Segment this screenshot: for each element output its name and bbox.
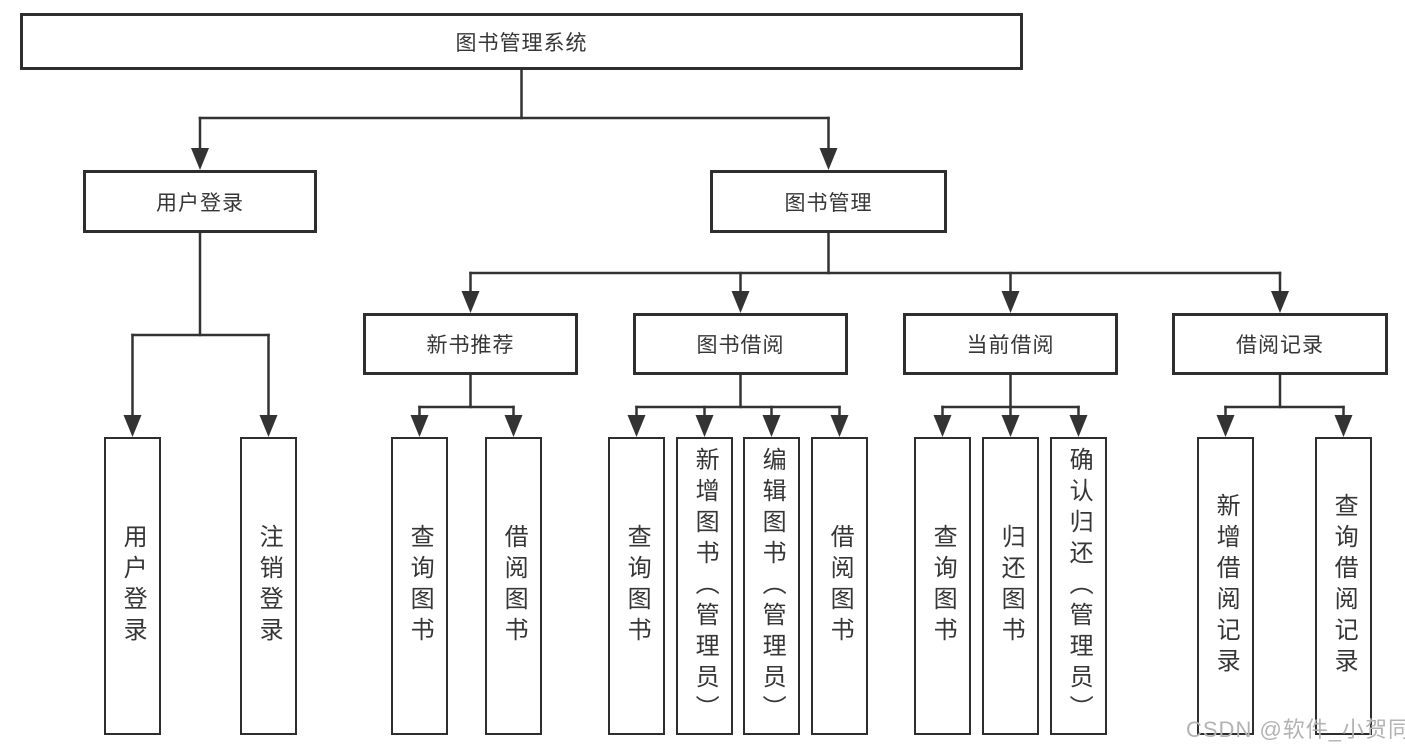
node-leaf-logout: 注销登录	[240, 437, 297, 735]
arrowhead-down	[695, 415, 714, 437]
node-label: 用户登录	[119, 524, 147, 648]
node-leaf-cb-return-books: 归还图书	[982, 437, 1039, 735]
node-leaf-br-add-record: 新增借阅记录	[1197, 437, 1254, 735]
arrowhead-down	[819, 148, 838, 170]
node-leaf-br-query-record: 查询借阅记录	[1315, 437, 1372, 735]
node-current-borrowing: 当前借阅	[903, 313, 1118, 375]
node-new-book-recommend: 新书推荐	[363, 313, 578, 375]
arrowhead-down	[504, 415, 523, 437]
arrowhead-down	[1001, 415, 1020, 437]
node-user-login: 用户登录	[83, 170, 317, 233]
arrowhead-down	[830, 415, 849, 437]
node-label: 新增借阅记录	[1212, 493, 1240, 679]
node-label: 图书管理系统	[455, 31, 588, 55]
node-leaf-bb-borrow-books: 借阅图书	[811, 437, 868, 735]
node-label: 借阅图书	[500, 524, 528, 648]
node-leaf-bb-edit-books: 编辑图书（管理员）	[743, 437, 800, 735]
arrowhead-down	[1216, 415, 1235, 437]
node-book-borrowing: 图书借阅	[633, 313, 848, 375]
node-book-management: 图书管理	[710, 170, 947, 233]
arrowhead-down	[1069, 415, 1088, 437]
node-leaf-nbr-query-books: 查询图书	[391, 437, 448, 735]
arrowhead-down	[731, 291, 750, 313]
arrowhead-down	[627, 415, 646, 437]
node-label: 借阅记录	[1236, 334, 1324, 357]
arrowhead-down	[259, 415, 278, 437]
node-label: 查询图书	[929, 524, 957, 648]
node-leaf-cb-query-books: 查询图书	[914, 437, 971, 735]
node-label: 注销登录	[255, 524, 283, 648]
node-label: 新增图书（管理员）	[691, 446, 719, 726]
node-label: 借阅图书	[826, 524, 854, 648]
arrowhead-down	[762, 415, 781, 437]
node-leaf-nbr-borrow-books: 借阅图书	[485, 437, 542, 735]
node-leaf-bb-add-books: 新增图书（管理员）	[676, 437, 733, 735]
node-root: 图书管理系统	[20, 13, 1023, 70]
arrowhead-down	[933, 415, 952, 437]
node-label: 用户登录	[156, 191, 244, 215]
node-label: 确认归还（管理员）	[1065, 446, 1093, 726]
arrowhead-down	[1271, 291, 1289, 313]
arrowhead-down	[1001, 291, 1020, 313]
node-label: 编辑图书（管理员）	[758, 446, 786, 726]
node-leaf-cb-confirm-return: 确认归还（管理员）	[1050, 437, 1107, 735]
node-leaf-bb-query-books: 查询图书	[608, 437, 665, 735]
node-label: 新书推荐	[426, 334, 515, 357]
arrowhead-down	[410, 415, 429, 437]
node-label: 归还图书	[997, 524, 1025, 648]
node-label: 查询借阅记录	[1330, 493, 1358, 679]
arrowhead-down	[123, 415, 142, 437]
node-label: 图书借阅	[696, 334, 785, 357]
arrowhead-down	[1334, 415, 1353, 437]
node-leaf-user-login: 用户登录	[104, 437, 161, 735]
arrowhead-down	[191, 148, 209, 170]
arrowhead-down	[461, 291, 480, 313]
watermark: CSDN @软件_小贺同学	[1186, 717, 1405, 742]
node-label: 查询图书	[406, 524, 434, 648]
node-borrowing-records: 借阅记录	[1172, 313, 1388, 375]
node-label: 查询图书	[623, 524, 651, 648]
node-label: 图书管理	[784, 191, 873, 215]
node-label: 当前借阅	[966, 334, 1055, 357]
